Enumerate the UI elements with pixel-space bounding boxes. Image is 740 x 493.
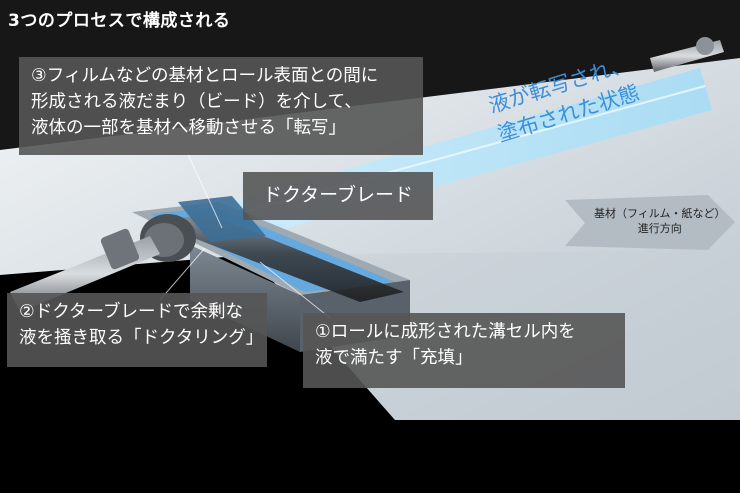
doctor-blade-label: ドクターブレード	[262, 184, 414, 206]
callout-doctoring-line: ②ドクターブレードで余剰な	[19, 302, 243, 322]
substrate-label-line: 基材（フィルム・紙など）	[594, 207, 726, 220]
leader-step1	[259, 261, 331, 319]
substrate-direction-label: 基材（フィルム・紙など） 進行方向	[594, 206, 726, 236]
callout-transfer: ③フィルムなどの基材とロール表面との間に 形成される液だまり（ビード）を介して、…	[19, 57, 423, 155]
callout-filling-line: ①ロールに成形された溝セル内を	[315, 322, 576, 342]
leader-step3	[185, 149, 223, 229]
roll-shaft-right-end	[696, 37, 714, 55]
roll-shaft-coupling	[100, 228, 140, 270]
callout-filling: ①ロールに成形された溝セル内を 液で満たす「充填」	[303, 313, 625, 388]
callout-transfer-line: 形成される液だまり（ビード）を介して、	[31, 92, 362, 112]
doctor-blade-shape	[178, 196, 266, 242]
callout-doctor-blade: ドクターブレード	[243, 172, 433, 220]
callout-doctoring-line: 液を掻き取る「ドクタリング」	[19, 328, 264, 348]
bottom-black-band	[0, 420, 740, 493]
callout-transfer-line: 液体の一部を基材へ移動させる「転写」	[31, 118, 346, 138]
direction-arrow	[565, 195, 735, 250]
page-title: 3つのプロセスで構成される	[8, 11, 231, 31]
callout-transfer-line: ③フィルムなどの基材とロール表面との間に	[31, 66, 379, 86]
callout-doctoring: ②ドクターブレードで余剰な 液を掻き取る「ドクタリング」	[7, 293, 267, 367]
callout-filling-line: 液で満たす「充填」	[315, 348, 473, 368]
substrate-label-line: 進行方向	[637, 222, 682, 235]
leader-step2	[159, 247, 206, 301]
